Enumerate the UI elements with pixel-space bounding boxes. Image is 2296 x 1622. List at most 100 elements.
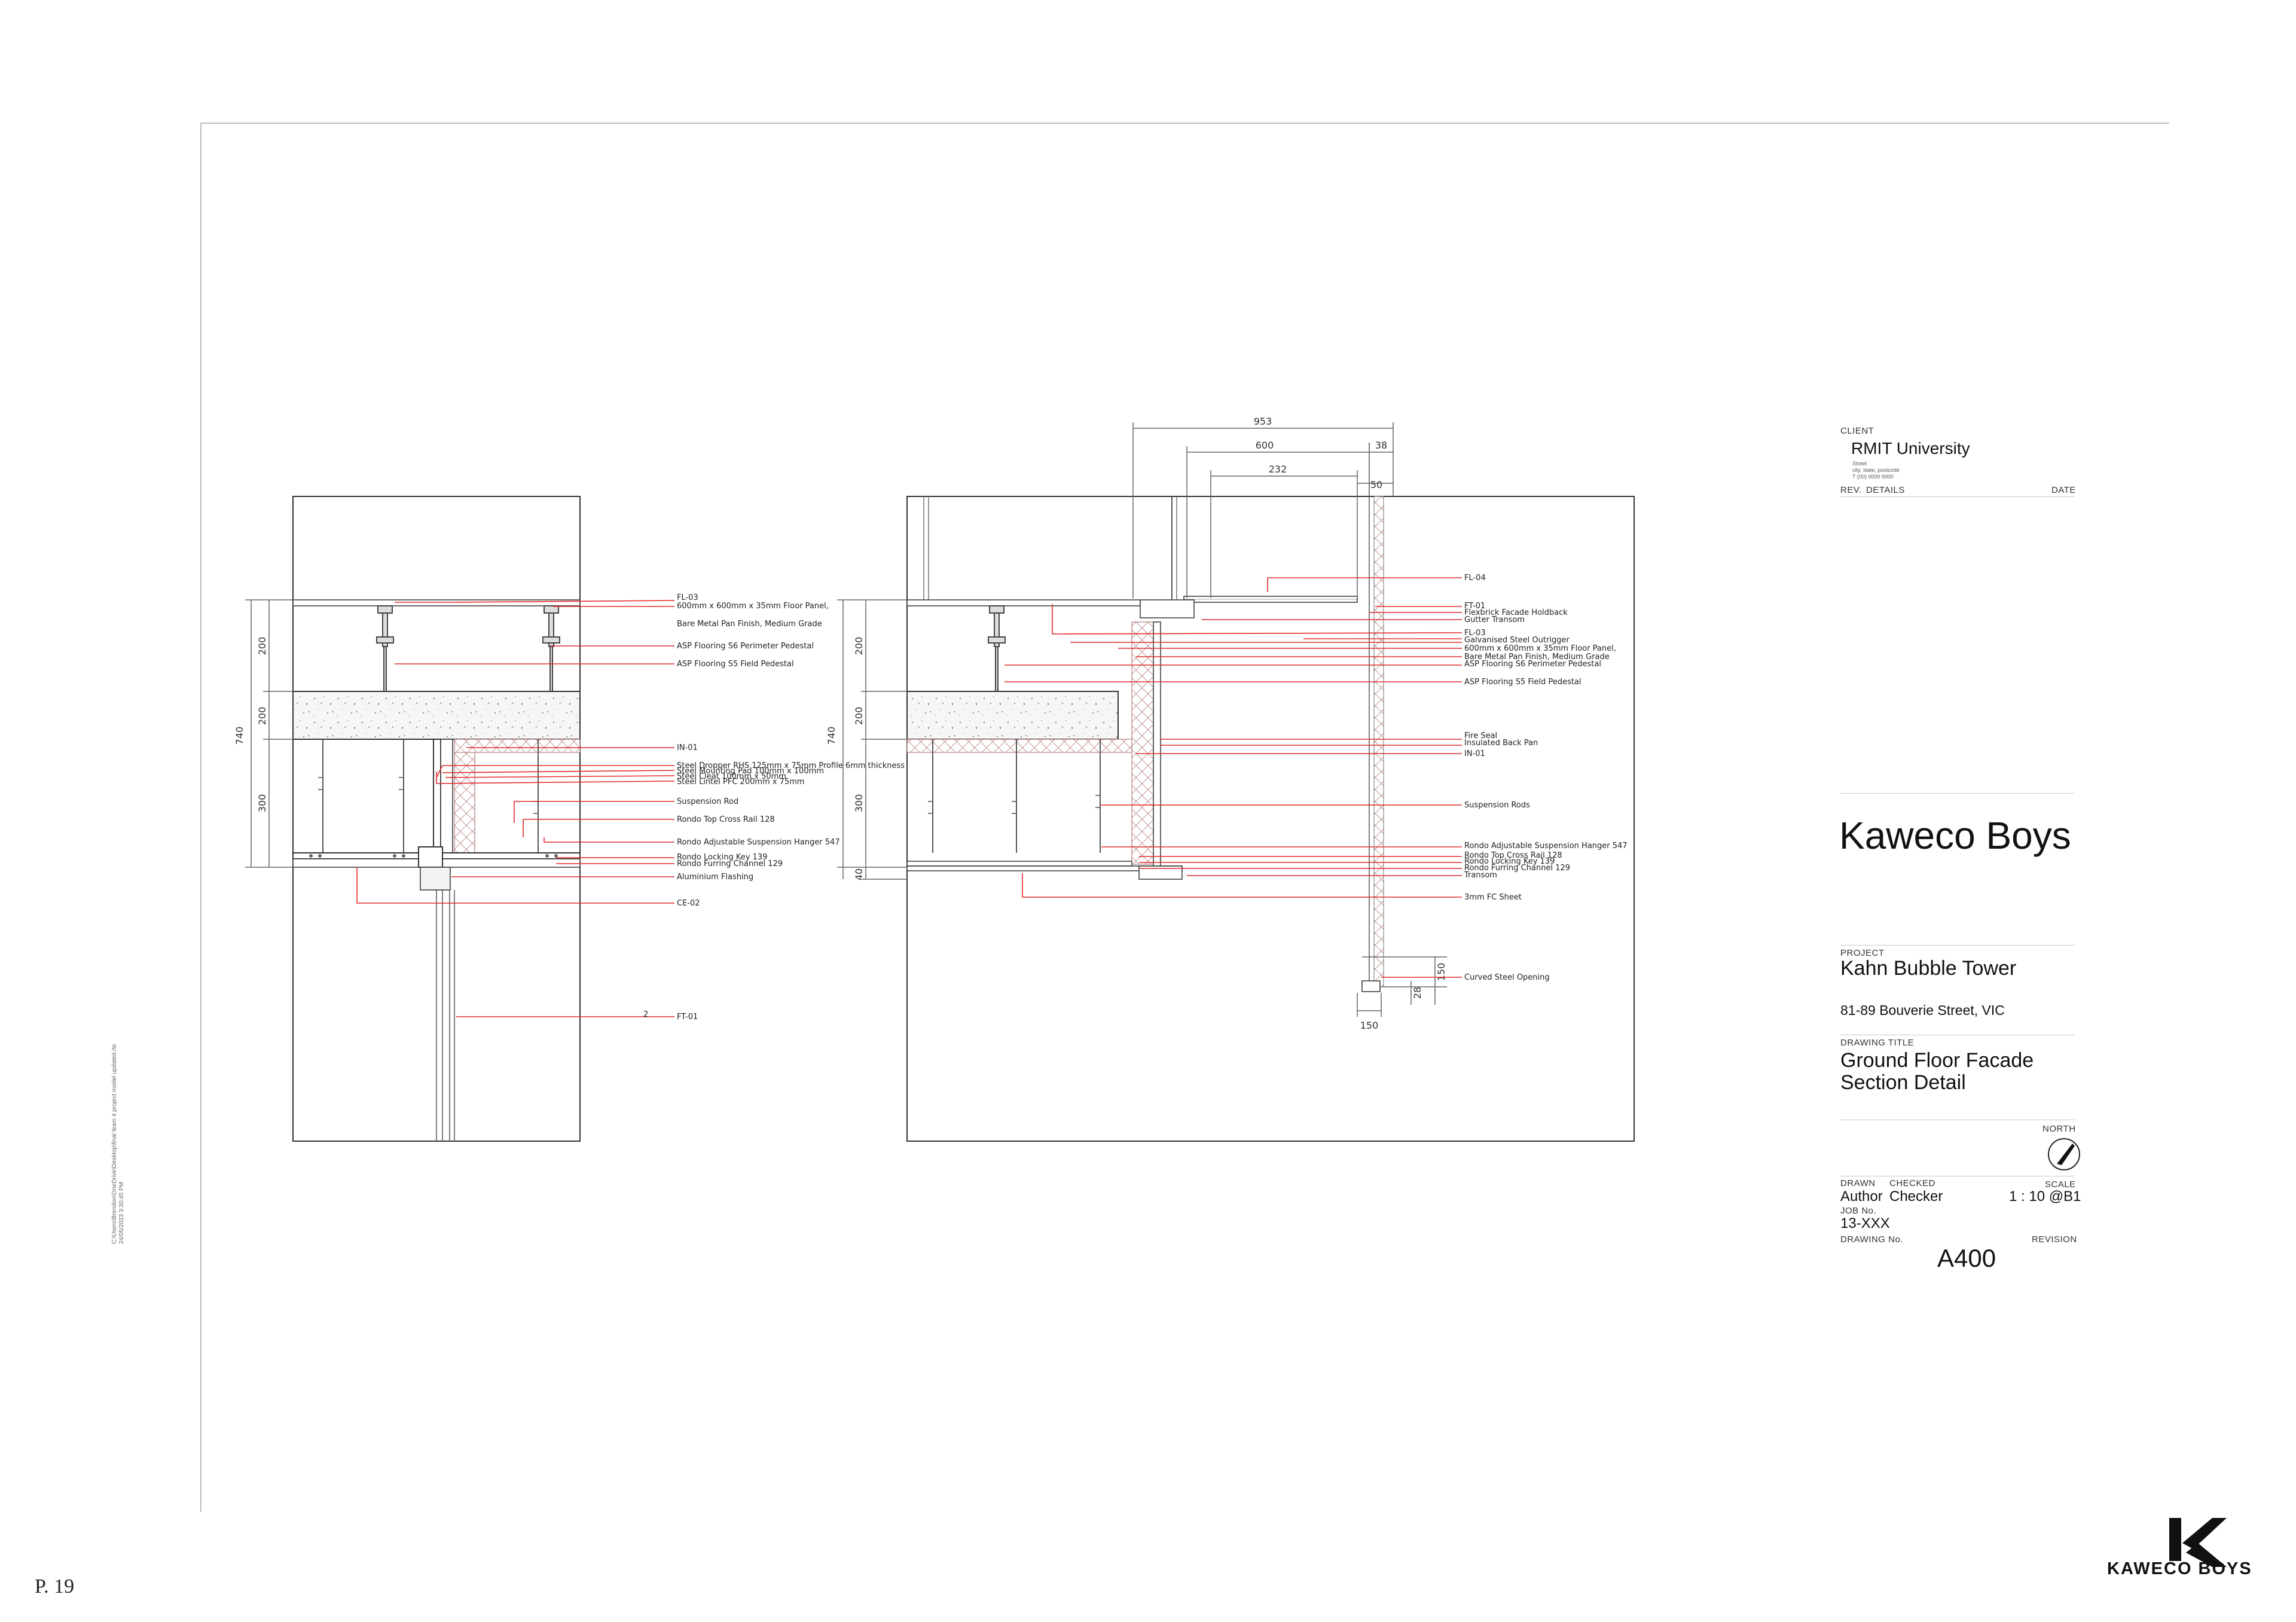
north-arrow-icon: [2048, 1138, 2080, 1170]
callout-steel-cleat: Steel Cleat 100mm x 50mm: [677, 772, 786, 781]
rev-label: REV.: [1840, 485, 1862, 495]
callout-top-cross-rail: Rondo Top Cross Rail 128: [677, 815, 775, 824]
details-label: DETAILS: [1866, 485, 1905, 495]
callout-r-field-pedestal: ASP Flooring S5 Field Pedestal: [1464, 678, 1581, 687]
right-dim-overall: 740: [826, 727, 837, 745]
callout-r-top-cross-rail: Rondo Top Cross Rail 128: [1464, 851, 1562, 860]
client-name: RMIT University: [1851, 439, 1970, 458]
right-dim-232: 232: [1269, 464, 1287, 475]
callout-r-in-01: IN-01: [1464, 749, 1485, 758]
date-label: DATE: [2051, 485, 2076, 495]
scale-value: 1 : 10 @B1: [2009, 1188, 2081, 1205]
callout-r-floor-panel: 600mm x 600mm x 35mm Floor Panel,: [1464, 644, 1616, 653]
kaweco-k-icon: [2169, 1518, 2227, 1567]
scale-label: SCALE: [2045, 1179, 2076, 1190]
client-address: Street city, state, postcode T (00) 0000…: [1852, 461, 1900, 480]
callout-floor-panel: 600mm x 600mm x 35mm Floor Panel,: [677, 602, 829, 611]
callout-fl-03: FL-03: [677, 593, 698, 602]
callout-r-suspension-hanger: Rondo Adjustable Suspension Hanger 547: [1464, 842, 1628, 850]
right-dim-28: 28: [1412, 987, 1423, 999]
callout-r-back-pan: Insulated Back Pan: [1464, 739, 1538, 748]
callout-suspension-rod: Suspension Rod: [677, 797, 738, 806]
client-phone: T (00) 0000 0000: [1852, 474, 1894, 480]
callout-r-fl-04: FL-04: [1464, 574, 1486, 583]
rev-divider: [1840, 496, 2075, 497]
job-value: 13-XXX: [1840, 1215, 1890, 1231]
right-dim-953: 953: [1254, 416, 1272, 427]
client-label: CLIENT: [1840, 426, 1874, 436]
callout-r-fire-seal: Fire Seal: [1464, 731, 1497, 740]
right-dim-200b: 200: [853, 707, 865, 725]
left-dim-overall: 740: [234, 727, 245, 745]
company-logo-text: KAWECO BOYS: [2107, 1559, 2252, 1578]
client-street: Street: [1852, 461, 1867, 467]
callout-r-suspension-rods: Suspension Rods: [1464, 801, 1530, 810]
project-label: PROJECT: [1840, 948, 1885, 958]
company-name: Kaweco Boys: [1839, 814, 2071, 857]
callout-aluminium-flashing: Aluminium Flashing: [677, 873, 753, 882]
left-dim-200b: 200: [257, 707, 268, 725]
callout-r-curved-opening: Curved Steel Opening: [1464, 973, 1550, 982]
right-dim-200a: 200: [853, 637, 865, 655]
callout-field-pedestal: ASP Flooring S5 Field Pedestal: [677, 660, 794, 669]
drawn-value: Author: [1840, 1188, 1883, 1205]
callout-finish: Bare Metal Pan Finish, Medium Grade: [677, 620, 822, 629]
callout-r-ft-01: FT-01: [1464, 602, 1485, 611]
sheet-border: [200, 123, 2169, 1512]
callout-r-locking-key: Rondo Locking Key 139: [1464, 857, 1555, 866]
company-divider-top: [1840, 793, 2075, 794]
file-path-line: C:\Users\Brendon\OneDrive\Desktop\final …: [111, 1044, 118, 1244]
right-dim-150h: 150: [1360, 1020, 1379, 1031]
callout-r-perimeter-pedestal: ASP Flooring S6 Perimeter Pedestal: [1464, 660, 1601, 669]
callout-ft-01: FT-01: [677, 1013, 698, 1022]
left-section-detail: 740 200 200 300: [234, 496, 675, 1142]
right-dim-50: 50: [1370, 479, 1382, 490]
revision-label: REVISION: [2032, 1234, 2077, 1245]
drawing-title-line2: Section Detail: [1840, 1071, 1966, 1094]
checked-label: CHECKED: [1889, 1178, 1935, 1188]
callout-ce-02: CE-02: [677, 899, 700, 908]
file-date-line: 24/05/2023 3:30:45 PM: [118, 1182, 125, 1244]
drawing-title-line1: Ground Floor Facade: [1840, 1049, 2034, 1072]
callout-r-outrigger: Galvanised Steel Outrigger: [1464, 636, 1570, 645]
right-section-detail: 953 600 38 232 50 740 200 200 300 40 150…: [826, 416, 1635, 1142]
project-divider: [1840, 945, 2075, 946]
left-dim-200a: 200: [257, 637, 268, 655]
right-dim-38: 38: [1375, 440, 1387, 451]
callout-suspension-hanger: Rondo Adjustable Suspension Hanger 547: [677, 838, 840, 847]
right-dim-600: 600: [1256, 440, 1274, 451]
page-number: P. 19: [35, 1575, 75, 1597]
callout-r-fc-sheet: 3mm FC Sheet: [1464, 893, 1522, 902]
drawing-no-label: DRAWING No.: [1840, 1234, 1903, 1245]
callout-perimeter-pedestal: ASP Flooring S6 Perimeter Pedestal: [677, 642, 814, 651]
right-dim-40: 40: [853, 868, 865, 880]
project-address: 81-89 Bouverie Street, VIC: [1840, 1002, 2005, 1018]
callout-steel-lintel: Steel Lintel PFC 200mm x 75mm: [677, 778, 805, 786]
callout-ft-tag-number: 2: [643, 1010, 648, 1019]
project-name: Kahn Bubble Tower: [1840, 957, 2017, 980]
left-callouts: FL-03 600mm x 600mm x 35mm Floor Panel, …: [643, 593, 905, 1022]
left-leaders: [356, 600, 675, 1017]
drawn-label: DRAWN: [1840, 1178, 1876, 1188]
callout-r-flexbrick: Flexbrick Facade Holdback: [1464, 608, 1568, 617]
callout-r-furring-channel: Rondo Furring Channel 129: [1464, 864, 1570, 873]
callout-r-transom: Transom: [1464, 871, 1497, 880]
north-label: NORTH: [2042, 1124, 2076, 1134]
callout-mounting-pad: Steel Mounting Pad 100mm x 100mm: [677, 767, 824, 776]
client-city: city, state, postcode: [1852, 467, 1900, 473]
checked-value: Checker: [1889, 1188, 1943, 1205]
callout-steel-dropper: Steel Dropper RHS 125mm x 75mm Profile 6…: [677, 761, 905, 770]
callout-r-fl-03: FL-03: [1464, 629, 1486, 638]
left-dim-300: 300: [257, 794, 268, 813]
file-path-note: C:\Users\Brendon\OneDrive\Desktop\final …: [111, 1044, 126, 1244]
callout-r-finish: Bare Metal Pan Finish, Medium Grade: [1464, 653, 1610, 661]
job-label: JOB No.: [1840, 1206, 1877, 1216]
callout-locking-key: Rondo Locking Key 139: [677, 853, 767, 862]
callout-furring-channel: Rondo Furring Channel 129: [677, 859, 783, 868]
right-leaders: [1004, 577, 1463, 978]
right-dim-300: 300: [853, 794, 865, 813]
right-dim-150v: 150: [1436, 963, 1447, 981]
right-callouts: FL-04 FT-01 Flexbrick Facade Holdback Gu…: [1464, 574, 1628, 982]
drawing-number: A400: [1937, 1244, 1996, 1272]
